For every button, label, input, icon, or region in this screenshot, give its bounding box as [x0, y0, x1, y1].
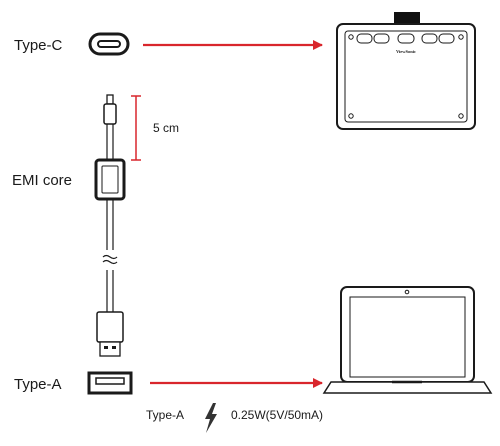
- tablet-brand: ViewSonic: [396, 49, 416, 54]
- type-a-port-icon: [87, 371, 133, 395]
- type-a-label: Type-A: [14, 376, 62, 393]
- cable-lower: [102, 199, 118, 312]
- emi-core-icon: [94, 158, 126, 201]
- pen-tablet-icon: ViewSonic: [336, 12, 476, 130]
- usb-a-plug-icon: [96, 311, 124, 357]
- cable-icon: [103, 94, 117, 160]
- footer-port-label: Type-A: [146, 408, 185, 422]
- laptop-icon: [322, 286, 493, 394]
- type-c-port-icon: [88, 32, 130, 56]
- footer-power-label: 0.25W(5V/50mA): [231, 408, 324, 422]
- emi-core-label: EMI core: [12, 172, 73, 189]
- length-label: 5 cm: [153, 121, 180, 135]
- lightning-bolt-icon: [205, 403, 217, 433]
- length-dimension: [131, 95, 141, 161]
- type-c-label: Type-C: [14, 37, 63, 54]
